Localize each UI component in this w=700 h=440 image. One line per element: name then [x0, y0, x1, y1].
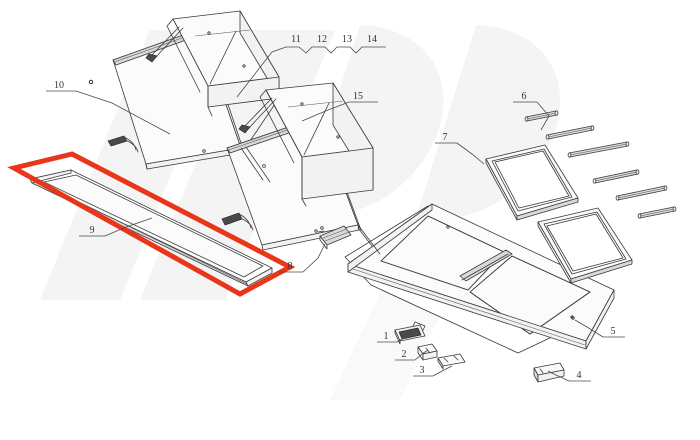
- part-13-handle: [221, 212, 254, 231]
- callout-1: 1: [377, 331, 411, 343]
- part-3-strike-plate: [437, 353, 466, 370]
- callout-12: 12: [317, 34, 327, 45]
- part-6-support-rods: [524, 110, 677, 219]
- callout-5: 5: [571, 316, 625, 338]
- callout-label-6: 6: [522, 91, 527, 102]
- callout-layer: 11 12 13 14 10 15 6: [46, 34, 625, 382]
- callout-11: 11: [291, 34, 301, 45]
- callout-13: 13: [342, 34, 352, 45]
- part-7-glass-panel-frame-upper: [485, 144, 579, 221]
- callout-3: 3: [413, 365, 453, 377]
- exploded-alignment-lines: [240, 146, 381, 255]
- callout-label-5: 5: [611, 326, 616, 337]
- support-rod-3: [567, 141, 630, 158]
- callout-label-9: 9: [90, 225, 95, 236]
- part-1-handle-plate: [394, 324, 426, 345]
- callout-7: 7: [435, 132, 485, 165]
- support-rod-5: [615, 185, 668, 201]
- callout-label-3: 3: [420, 365, 425, 376]
- callout-10: 10: [46, 79, 171, 135]
- callout-15: 15: [301, 91, 378, 122]
- callout-label-14: 14: [367, 34, 377, 45]
- callout-8: 8: [279, 243, 326, 273]
- part-4-corner-bracket: [533, 362, 565, 383]
- callout-2: 2: [395, 349, 429, 361]
- part-15-hood-cover-right: [238, 82, 374, 207]
- callout-label-8: 8: [288, 261, 293, 272]
- part-8-hinge-strip: [314, 225, 352, 250]
- callout-label-13: 13: [342, 34, 352, 45]
- callout-label-15: 15: [353, 91, 363, 102]
- part-5-base-frame: [344, 203, 615, 354]
- callout-label-7: 7: [443, 132, 448, 143]
- part-9-red-highlight-box: [7, 151, 296, 297]
- callout-4: 4: [547, 370, 591, 382]
- callout-9: 9: [79, 217, 153, 237]
- part-10-handle: [107, 135, 139, 153]
- callout-label-4: 4: [577, 370, 582, 381]
- callout-14: 14: [367, 34, 377, 45]
- support-rod-6: [637, 206, 677, 219]
- part-2-latch-block: [417, 343, 438, 361]
- callout-bracket-11-14: [236, 46, 386, 98]
- callout-label-2: 2: [402, 349, 407, 360]
- callout-label-12: 12: [317, 34, 327, 45]
- support-rod-2: [545, 125, 595, 140]
- support-rod-4: [592, 169, 640, 184]
- part-7-glass-panel-frame-lower: [537, 207, 633, 284]
- callout-6: 6: [513, 91, 550, 131]
- callout-label-11: 11: [291, 34, 301, 45]
- callout-label-1: 1: [384, 331, 389, 342]
- callout-label-10: 10: [54, 80, 64, 91]
